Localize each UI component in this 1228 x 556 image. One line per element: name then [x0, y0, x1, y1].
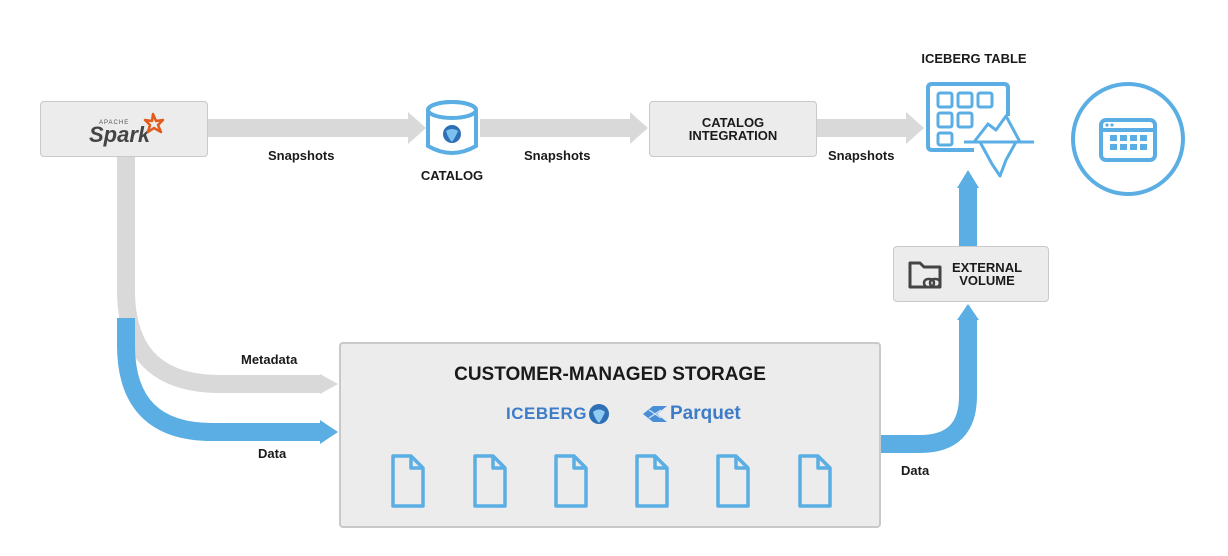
storage-files: [391, 454, 832, 508]
catalog-integration-box: CATALOG INTEGRATION: [649, 101, 817, 157]
external-volume-line2: VOLUME: [959, 273, 1015, 288]
file-icon: [554, 454, 588, 508]
edge-label-snapshots-2: Snapshots: [524, 148, 591, 163]
table-circle-icon: [1071, 82, 1185, 196]
edge-label-data-in: Data: [258, 446, 287, 461]
spark-logo: APACHE Spark: [89, 112, 165, 147]
iceberg-logo-text: ICEBERG: [506, 404, 587, 423]
parquet-logo-text: Parquet: [670, 403, 741, 424]
arrow-metadata: [117, 157, 338, 394]
file-icon: [635, 454, 669, 508]
iceberg-table-icon: [926, 82, 1034, 178]
spark-name-text: Spark: [89, 122, 152, 147]
file-icon: [391, 454, 425, 508]
arrow-spark-to-catalog: [208, 112, 426, 144]
iceberg-logo: ICEBERG: [506, 402, 610, 426]
parquet-icon: [643, 406, 667, 422]
arrow-catalog-to-integration: [480, 112, 648, 144]
file-icon: [473, 454, 507, 508]
arrow-integration-to-table: [816, 112, 924, 144]
edge-label-metadata: Metadata: [241, 352, 298, 367]
file-icon: [798, 454, 832, 508]
parquet-logo: Parquet: [643, 402, 741, 426]
catalog-integration-line2: INTEGRATION: [688, 128, 778, 143]
spark-apache-text: APACHE: [99, 120, 129, 126]
folder-link-icon: [908, 261, 942, 289]
catalog-label: CATALOG: [420, 168, 484, 183]
arrow-data-in: [117, 318, 338, 444]
catalog-database-icon: [426, 100, 478, 155]
iceberg-table-title: ICEBERG TABLE: [921, 51, 1027, 66]
file-icon: [716, 454, 750, 508]
catalog-integration-line1: CATALOG: [701, 115, 765, 130]
edge-label-data-out: Data: [901, 463, 930, 478]
edge-label-snapshots-3: Snapshots: [828, 148, 895, 163]
spark-star-icon: [143, 112, 165, 134]
external-volume-box: EXTERNAL VOLUME: [893, 246, 1049, 302]
external-volume-line1: EXTERNAL: [951, 260, 1023, 275]
iceberg-globe-icon: [588, 404, 609, 424]
arrow-volume-to-table: [957, 170, 979, 246]
spark-box: APACHE Spark: [40, 101, 208, 157]
storage-title: CUSTOMER-MANAGED STORAGE: [454, 364, 766, 385]
edge-label-snapshots-1: Snapshots: [268, 148, 335, 163]
arrow-data-out: [880, 304, 979, 453]
storage-box: CUSTOMER-MANAGED STORAGE ICEBERG Parquet: [339, 342, 881, 528]
